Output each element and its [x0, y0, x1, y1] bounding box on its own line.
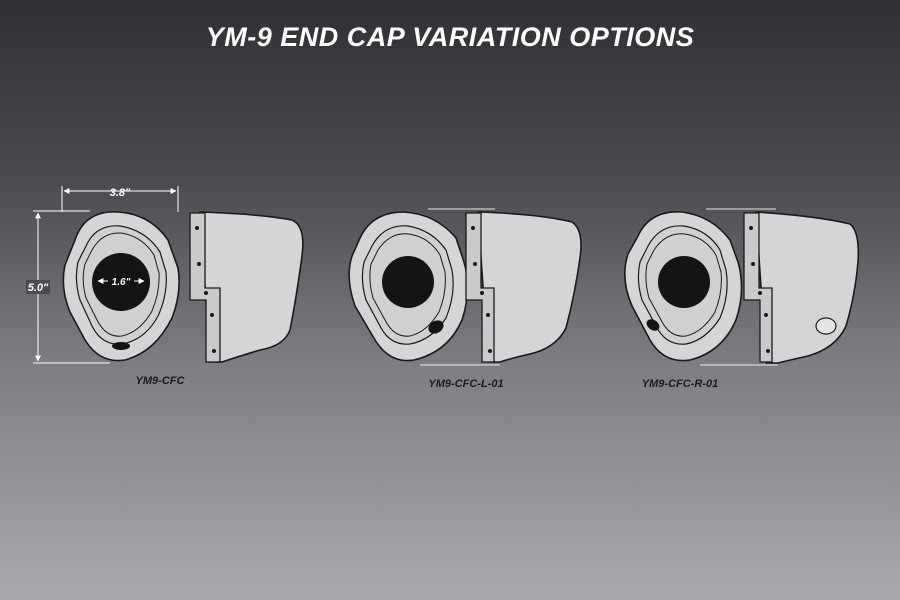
- cap-side-ym9-cfc-r-01: [700, 208, 860, 366]
- cap-front-ym9-cfc-r-01: [624, 211, 743, 362]
- height-dimension: 5.0": [26, 210, 110, 364]
- product-label-ym9-cfc-r-01: YM9-CFC-R-01: [642, 378, 718, 390]
- width-dimension: 3.8": [61, 186, 179, 212]
- width-label: 3.8": [110, 187, 131, 199]
- height-label: 5.0": [28, 282, 49, 294]
- cap-front-ym9-cfc-l-01: [348, 211, 469, 362]
- inner-diameter-label: 1.6": [112, 277, 131, 288]
- cap-side-ym9-cfc-l-01: [420, 208, 582, 366]
- cap-side-ym9-cfc: [189, 211, 304, 363]
- product-label-ym9-cfc-l-01: YM9-CFC-L-01: [428, 378, 503, 390]
- product-label-ym9-cfc: YM9-CFC: [136, 375, 186, 387]
- page-title: YM-9 END CAP VARIATION OPTIONS: [205, 22, 695, 52]
- cap-front-ym9-cfc: 1.6": [62, 211, 180, 362]
